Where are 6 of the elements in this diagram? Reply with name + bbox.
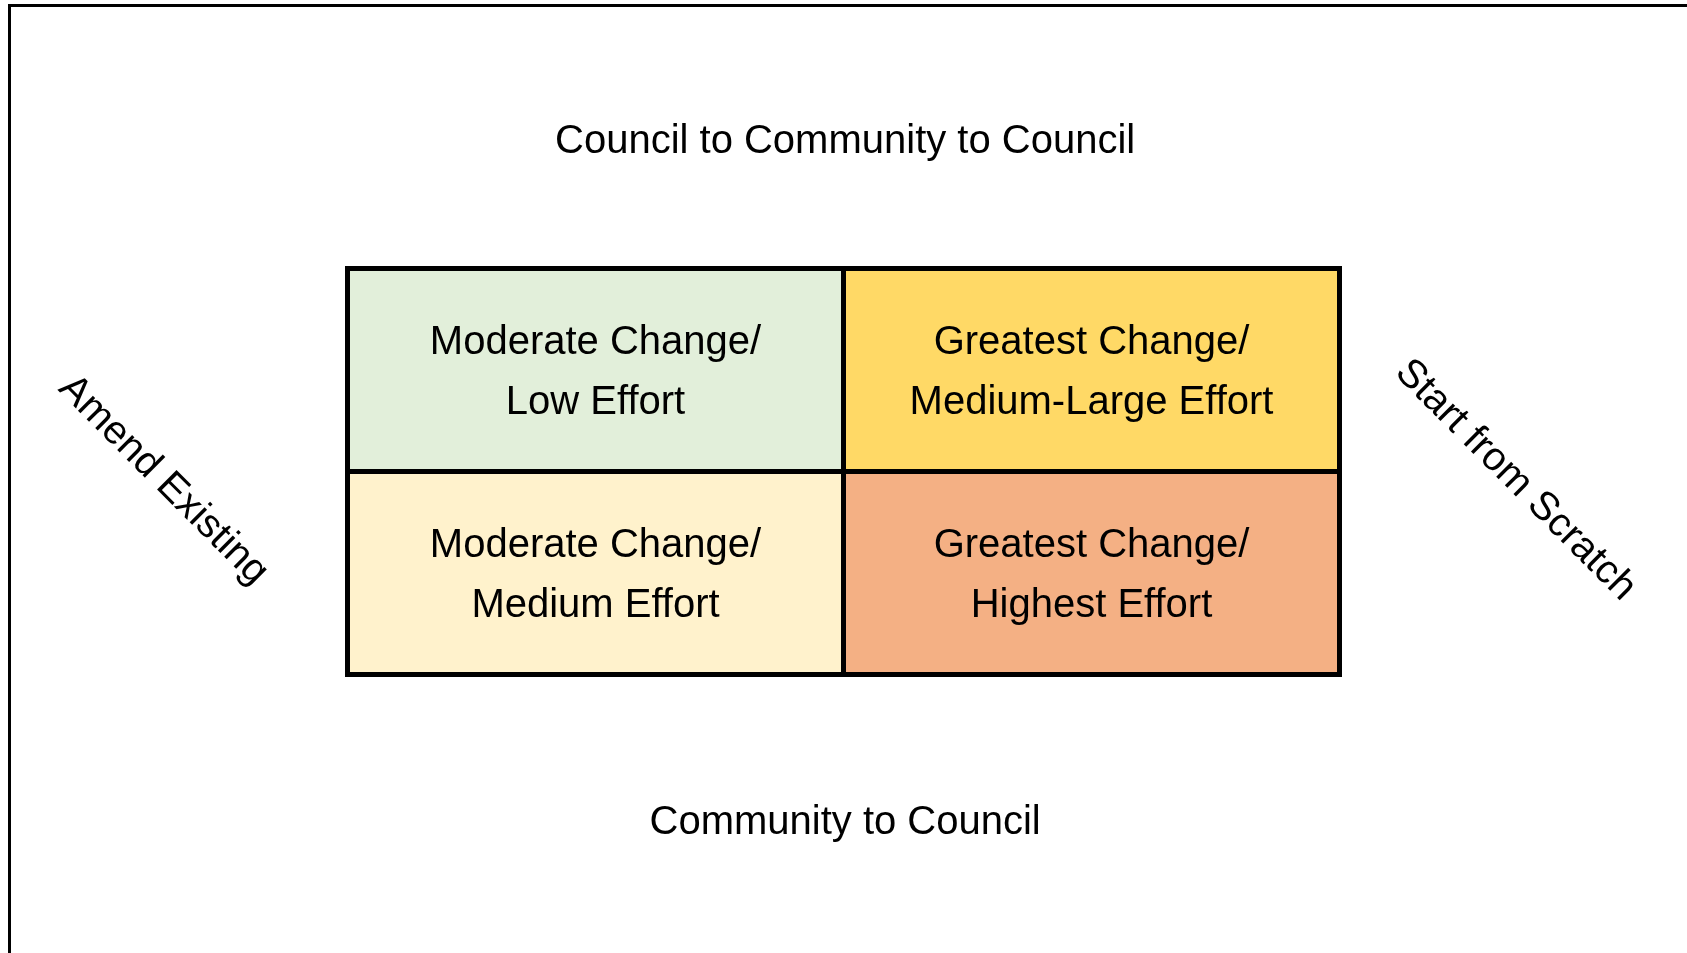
- matrix-cell: Moderate Change/ Medium Effort: [350, 474, 841, 672]
- matrix-cell: Greatest Change/ Highest Effort: [846, 474, 1337, 672]
- axis-label: Council to Community to Council: [555, 116, 1136, 162]
- matrix-cell: Greatest Change/ Medium-Large Effort: [846, 271, 1337, 469]
- axis-label: Community to Council: [649, 797, 1041, 843]
- matrix-cell: Moderate Change/ Low Effort: [350, 271, 841, 469]
